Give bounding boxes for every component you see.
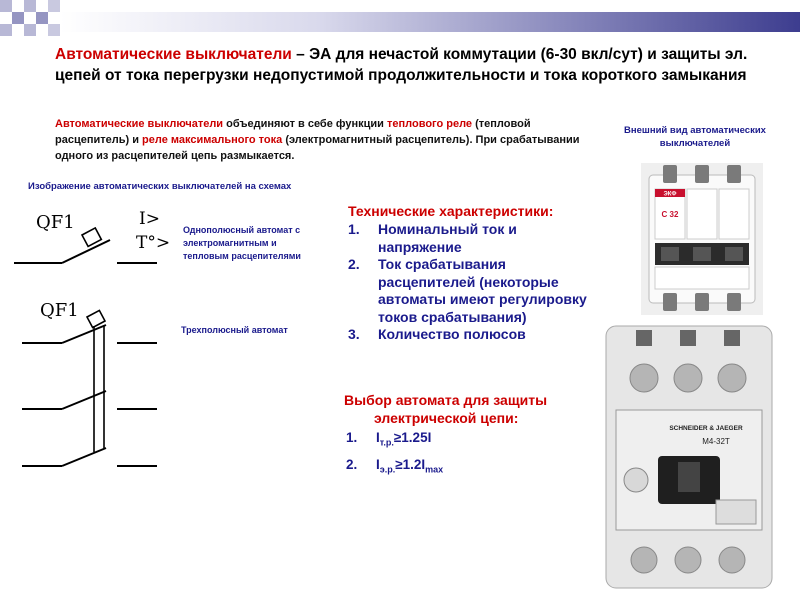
intro-text-3: (электромагнитный расцепитель). При сраб… — [55, 134, 580, 162]
list-item: 2.Ток срабатывания расцепителей (некотор… — [348, 256, 587, 325]
single-pole-label: Однополюсный автомат с электромагнитным … — [183, 225, 301, 261]
svg-text:M4-32T: M4-32T — [702, 437, 730, 446]
qf1-single-label: QF1 — [36, 212, 75, 233]
technical-specs: Технические характеристики: 1.Номинальны… — [346, 203, 596, 344]
specs-heading: Технические характеристики: — [348, 203, 554, 219]
svg-text:C 32: C 32 — [662, 210, 679, 219]
breaker-selection: Выбор автомата для защиты электрической … — [344, 391, 594, 480]
svg-text:SCHNEIDER & JAEGER: SCHNEIDER & JAEGER — [669, 425, 743, 432]
thermal-symbol: T°> — [136, 233, 170, 253]
three-pole-label: Трехполюсный автомат — [181, 325, 288, 335]
schemes-caption: Изображение автоматических выключателей … — [28, 181, 292, 192]
intro-text-1: объединяют в себе функции — [223, 118, 387, 130]
motor-protection-breaker-photo-icon: SCHNEIDER & JAEGER M4-32T — [596, 322, 782, 592]
intro-term-overcurrent-relay: реле максимального тока — [142, 134, 283, 146]
title-accent: Автоматические выключатели — [55, 46, 292, 63]
breaker-schematics: QF1 I> T°> QF1 — [14, 209, 170, 467]
photo-caption: Внешний вид автоматических выключателей — [624, 125, 766, 149]
intro-term-thermal-relay: теплового реле — [386, 118, 473, 130]
slide-title: Автоматические выключатели – ЭА для неча… — [55, 44, 775, 86]
intro-paragraph: Автоматические выключатели объединяют в … — [55, 116, 595, 164]
overcurrent-symbol: I> — [139, 209, 160, 229]
list-item: 3.Количество полюсов — [348, 326, 526, 342]
list-item: 1.Номинальный ток и напряжение — [348, 221, 517, 255]
top-decorative-band — [0, 0, 800, 36]
title-rest: – ЭА для нечастой коммутации (6-30 вкл/с… — [55, 46, 748, 84]
formula-thermal: 1.Iт.р.≥1.25I — [346, 430, 432, 448]
single-pole-contact — [61, 239, 111, 264]
three-pole-latch — [85, 309, 107, 329]
single-pole-latch — [80, 226, 103, 248]
intro-text-2: (тепловой расцепитель) и — [55, 118, 531, 146]
choice-heading: Выбор автомата для защиты электрической … — [344, 392, 548, 426]
formula-electromagnetic: 2.Iэ.р.≥1.2Imax — [346, 456, 444, 475]
three-pole-mcb-photo-icon: ЭКФ C 32 — [641, 163, 763, 315]
qf1-three-label: QF1 — [40, 300, 79, 321]
svg-text:ЭКФ: ЭКФ — [664, 192, 677, 198]
specs-list: 1.Номинальный ток и напряжение 2.Ток сра… — [346, 221, 596, 344]
intro-term-breakers: Автоматические выключатели — [55, 118, 224, 130]
